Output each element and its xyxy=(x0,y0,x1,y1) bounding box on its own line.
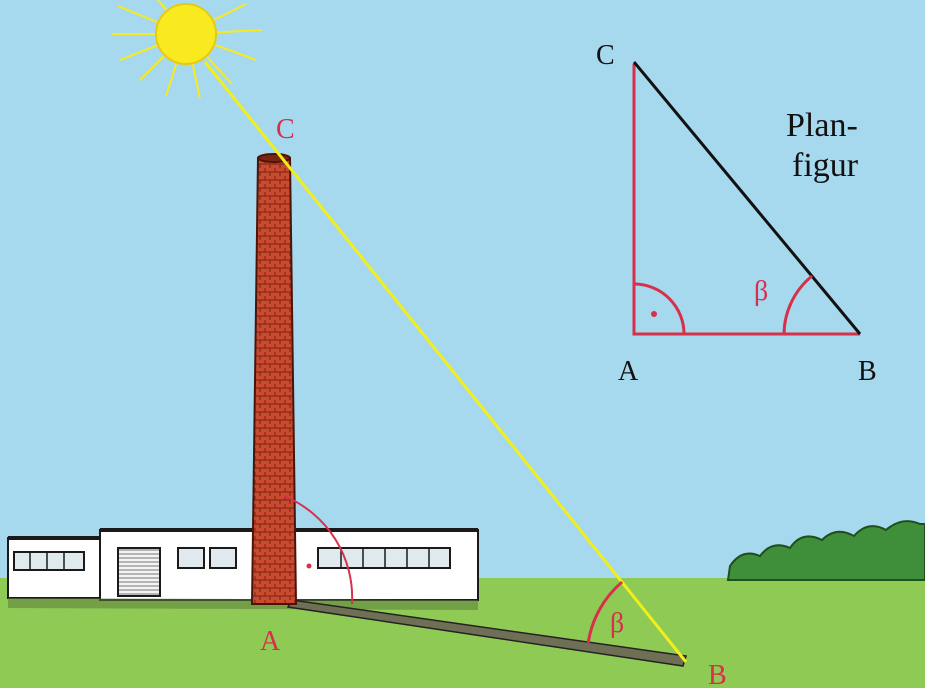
plan-label-a: A xyxy=(618,356,639,387)
right-angle-arc xyxy=(283,495,354,605)
label-b: B xyxy=(708,660,727,688)
plan-label-b: B xyxy=(858,356,877,387)
plan-right-angle-arc xyxy=(633,282,686,335)
tree-line xyxy=(726,520,925,581)
sky xyxy=(0,0,925,600)
label-c: C xyxy=(276,114,295,145)
label-a: A xyxy=(260,626,281,657)
plan-figure: C A B β Plan- figur xyxy=(596,40,877,387)
label-beta: β xyxy=(610,608,624,639)
plan-caption-line2: figur xyxy=(792,147,859,184)
plan-label-beta: β xyxy=(754,276,768,307)
chimney xyxy=(250,153,298,605)
sun-icon xyxy=(112,0,263,99)
right-angle-dot xyxy=(306,563,312,569)
factory-building xyxy=(7,528,479,610)
sun-ray xyxy=(203,61,688,663)
plan-right-angle-dot xyxy=(651,311,657,317)
beta-arc xyxy=(586,580,623,645)
plan-caption-line1: Plan- xyxy=(786,107,858,144)
plan-beta-arc xyxy=(782,274,813,335)
plan-label-c: C xyxy=(596,40,615,71)
